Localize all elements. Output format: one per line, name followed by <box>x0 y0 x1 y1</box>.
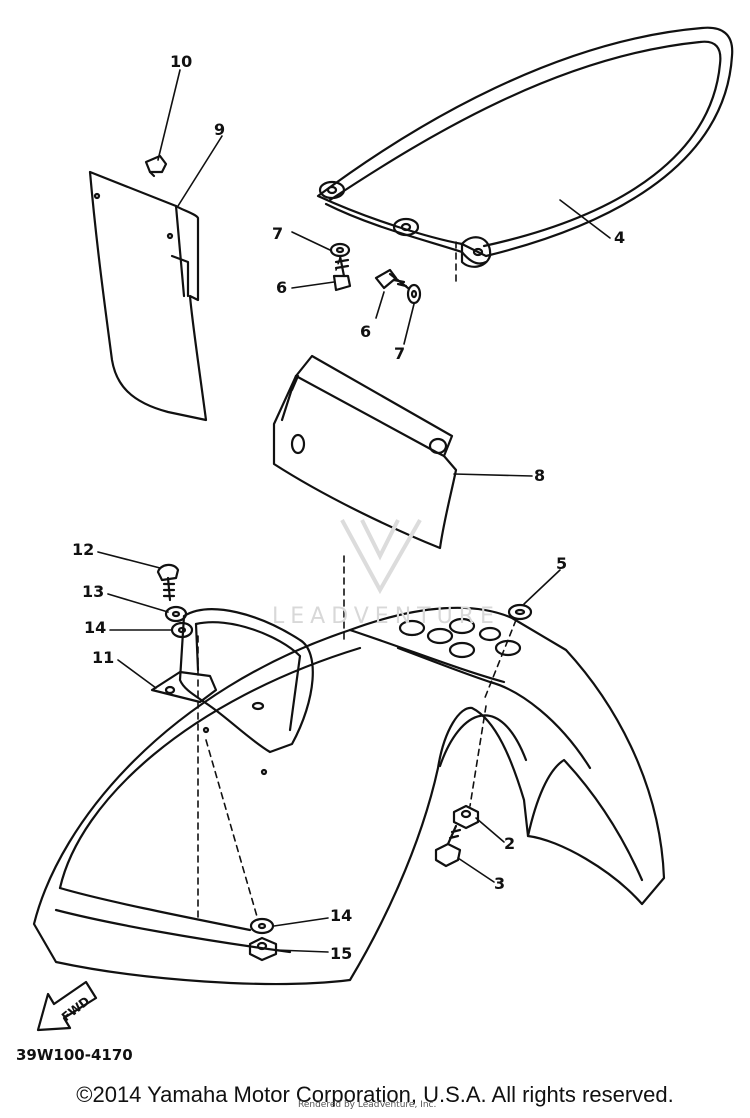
bolt-6a <box>332 254 352 292</box>
front-fender <box>32 606 666 986</box>
callout-6b: 6 <box>360 322 372 341</box>
watermark-text: LEADVENTURE <box>272 604 500 629</box>
callout-15: 15 <box>330 944 353 963</box>
front-guard-plate <box>150 608 314 754</box>
washer-5 <box>507 603 533 621</box>
washer-13 <box>164 605 188 623</box>
alignment-lines <box>197 241 517 921</box>
washer-7b <box>406 283 422 305</box>
callout-12: 12 <box>72 540 95 559</box>
diagram-code: 39W100-4170 <box>16 1046 133 1064</box>
callout-13: 13 <box>82 582 105 601</box>
callout-10: 10 <box>170 52 193 71</box>
bolt-12 <box>156 563 180 602</box>
callout-2: 2 <box>504 834 516 853</box>
washer-7a <box>329 242 351 258</box>
side-cover <box>88 170 208 422</box>
copyright-notice: ©2014 Yamaha Motor Corporation, U.S.A. A… <box>76 1082 674 1107</box>
callout-11: 11 <box>92 648 115 667</box>
callout-5: 5 <box>556 554 568 573</box>
callout-14a: 14 <box>84 618 107 637</box>
callout-4: 4 <box>614 228 626 247</box>
callout-9: 9 <box>214 120 226 139</box>
forward-arrow-icon <box>36 980 98 1032</box>
nut-15 <box>248 936 278 962</box>
rendered-by: Rendered by LeadVenture, Inc. <box>298 1100 437 1110</box>
callout-3: 3 <box>494 874 506 893</box>
bolt-3 <box>434 824 462 868</box>
washer-14b <box>249 917 275 935</box>
nut-2 <box>452 804 480 830</box>
callout-6a: 6 <box>276 278 288 297</box>
callout-7b: 7 <box>394 344 406 363</box>
callout-8: 8 <box>534 466 546 485</box>
watermark-logo <box>340 519 422 595</box>
callout-14b: 14 <box>330 906 353 925</box>
leader-lines <box>97 69 611 953</box>
rear-fender <box>316 26 734 268</box>
bolt-6b <box>374 268 410 290</box>
mud-flap <box>272 354 458 550</box>
callout-7a: 7 <box>272 224 284 243</box>
screw-10 <box>144 154 168 178</box>
